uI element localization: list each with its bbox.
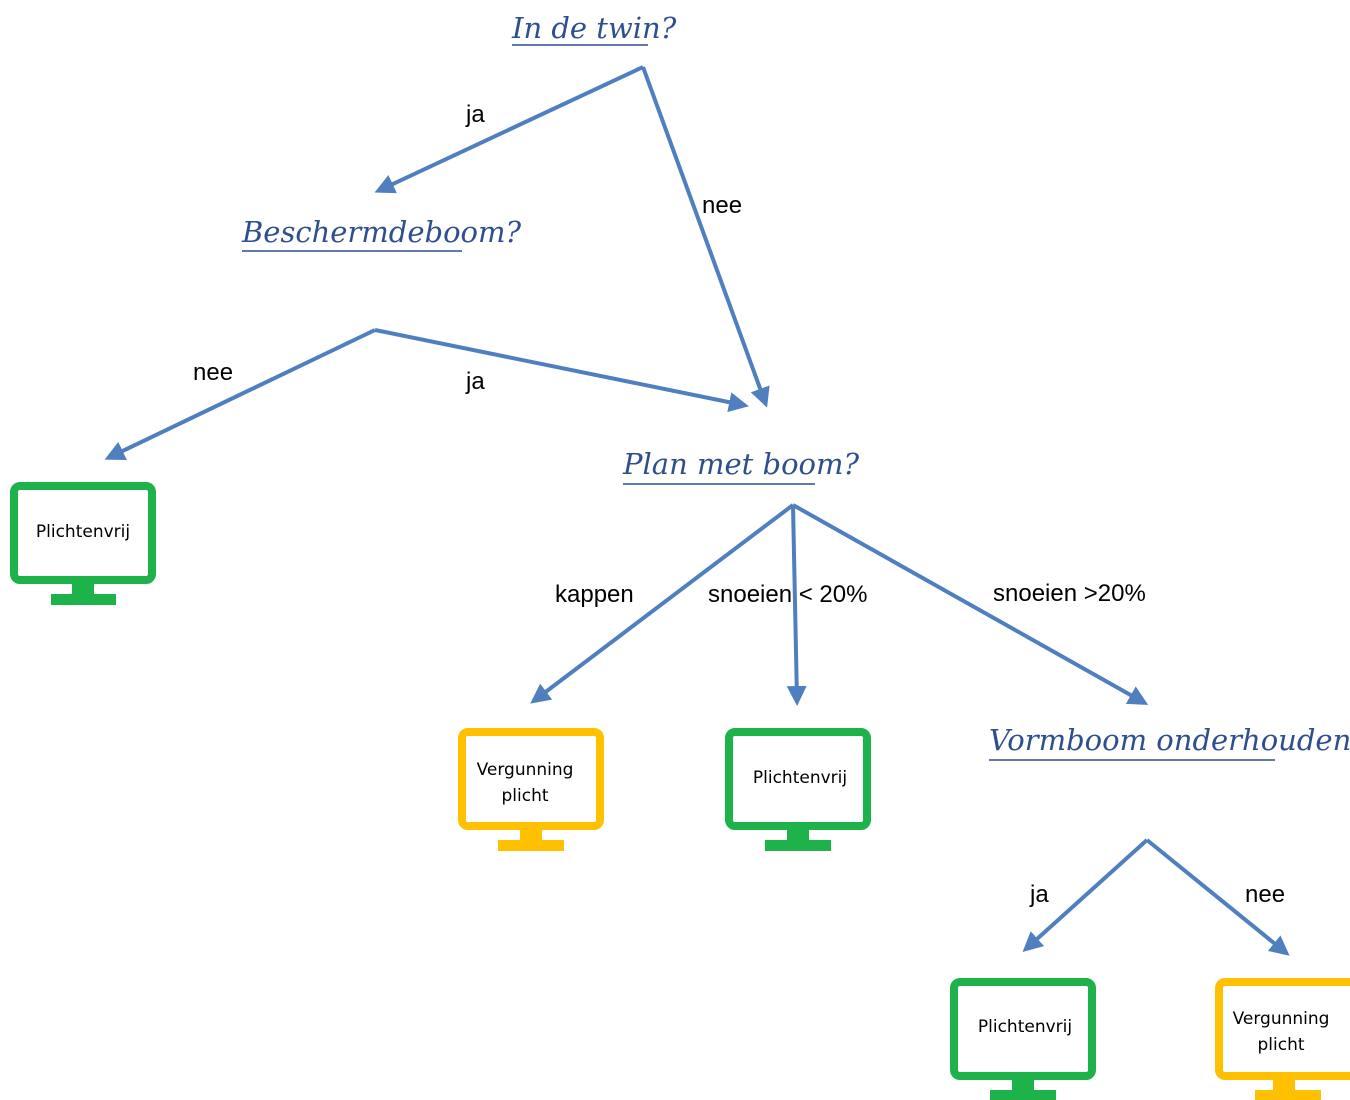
question-q2: Beschermdeboom? — [241, 215, 522, 252]
label-q1-ja: ja — [465, 101, 485, 128]
edge-q1-nee — [641, 66, 770, 408]
outcome-o4: Plichtenvrij — [950, 978, 1096, 1100]
monitor-icon — [10, 482, 156, 605]
edge-q4-nee — [1145, 838, 1290, 956]
question-nodes: In de twin? Beschermdeboom? Plan met boo… — [241, 11, 1350, 761]
outcome-o3: Plichtenvrij — [725, 728, 871, 851]
label-q4-nee: nee — [1245, 881, 1285, 908]
edge-q3-snoeien-lt — [786, 504, 807, 706]
question-q4-text: Vormboom onderhouden? — [989, 723, 1350, 757]
question-q3: Plan met boom? — [622, 447, 859, 485]
outcome-o2: Vergunning plicht — [458, 728, 604, 851]
label-q2-ja: ja — [465, 368, 485, 395]
edges — [104, 65, 1290, 956]
outcome-o2-line2: plicht — [501, 786, 548, 806]
label-q3-snoeien-gt: snoeien >20% — [993, 580, 1146, 607]
outcome-o5: Vergunning plicht — [1215, 978, 1350, 1100]
label-q3-snoeien-lt: snoeien < 20% — [708, 581, 867, 608]
edge-q3-snoeien-gt — [792, 503, 1149, 705]
label-q3-kappen: kappen — [555, 581, 634, 608]
edge-q1-ja — [374, 65, 644, 194]
monitor-icon — [725, 728, 871, 851]
label-q4-ja: ja — [1029, 881, 1049, 908]
outcome-o1-line1: Plichtenvrij — [36, 522, 130, 542]
label-q2-nee: nee — [193, 359, 233, 386]
edge-q2-nee — [104, 328, 376, 460]
monitor-icon — [458, 728, 604, 851]
question-q4: Vormboom onderhouden? — [989, 723, 1350, 761]
question-q2-text: Beschermdeboom? — [241, 215, 522, 249]
outcome-o5-line2: plicht — [1257, 1035, 1304, 1055]
outcome-o2-line1: Vergunning — [477, 760, 574, 780]
label-q1-nee: nee — [702, 192, 742, 219]
question-q1-text: In de twin? — [511, 11, 677, 45]
edge-q3-kappen — [530, 503, 795, 704]
edge-labels: ja nee nee ja kappen snoeien < 20% snoei… — [193, 101, 1285, 908]
monitor-icon — [950, 978, 1096, 1100]
outcome-o5-line1: Vergunning — [1233, 1009, 1330, 1029]
outcome-o1: Plichtenvrij — [10, 482, 156, 605]
outcome-o4-line1: Plichtenvrij — [978, 1017, 1072, 1037]
edge-q2-ja — [374, 328, 749, 413]
outcome-o3-line1: Plichtenvrij — [753, 768, 847, 788]
question-q3-text: Plan met boom? — [622, 447, 859, 481]
outcome-nodes: Plichtenvrij Vergunning plicht Plichtenv… — [10, 482, 1350, 1100]
question-q1: In de twin? — [511, 11, 677, 46]
monitor-icon — [1215, 978, 1350, 1100]
edge-q4-ja — [1022, 838, 1149, 953]
